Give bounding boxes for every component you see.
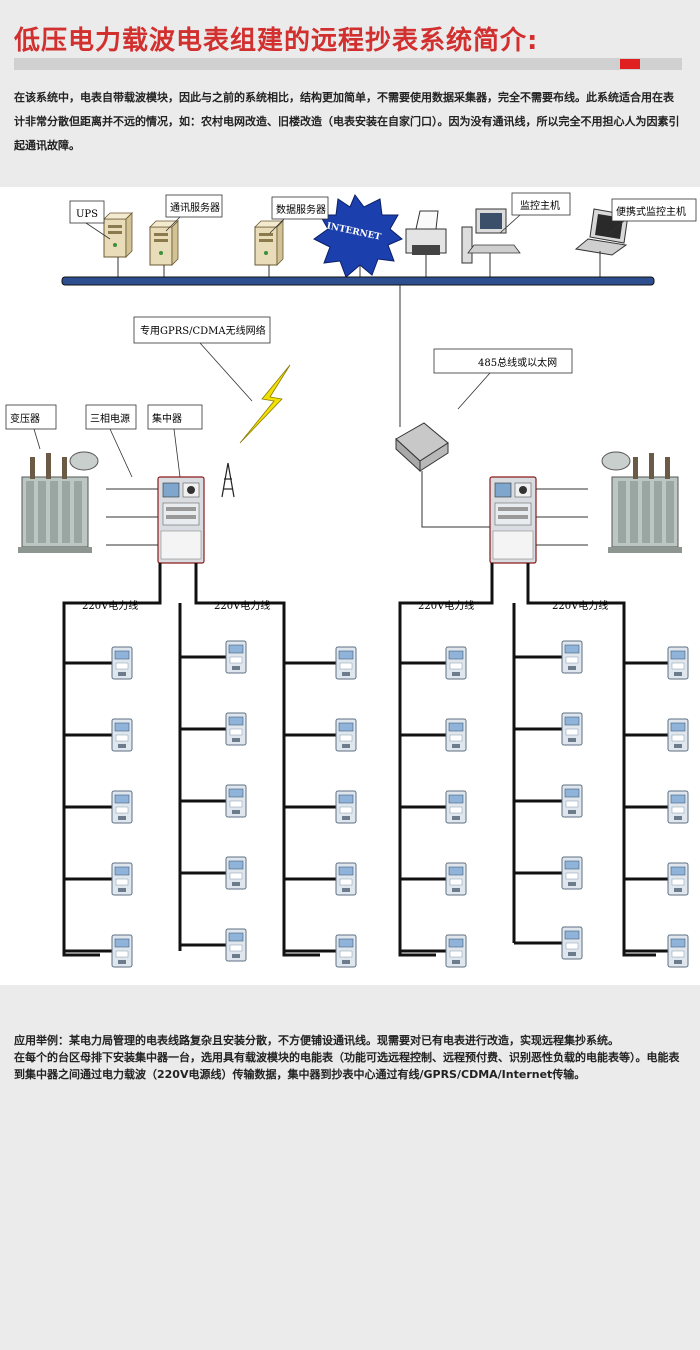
electric-meter-icon (335, 934, 357, 968)
title-divider-accent (620, 59, 640, 69)
concentrator-callout (147, 404, 203, 478)
portable-host-callout (609, 198, 697, 234)
electric-meter-icon (445, 718, 467, 752)
electric-meter-icon (561, 712, 583, 746)
electric-meter-icon (335, 646, 357, 680)
bus485-callout (433, 348, 573, 410)
ups-label: UPS (76, 209, 98, 220)
power-line-label-4: 220V电力线 (552, 599, 608, 612)
concentrator-label: 集中器 (152, 412, 182, 425)
electric-meter-icon (445, 790, 467, 824)
electric-meter-icon (225, 640, 247, 674)
title-divider (14, 58, 682, 70)
network-bus-bar (61, 276, 655, 286)
electric-meter-icon (667, 934, 689, 968)
network-switch-icon (395, 422, 449, 473)
system-diagram: INTERNET UPS 通讯服务器 数据服务器 监控主机 便 (5, 192, 697, 968)
power-line-label-3: 220V电力线 (418, 599, 474, 612)
electric-meter-icon (667, 790, 689, 824)
monitor-host-computer-icon (461, 208, 521, 264)
electric-meter-icon (561, 856, 583, 890)
comm-server-callout (165, 194, 223, 232)
portable-host-label: 便携式监控主机 (616, 205, 686, 218)
three-phase-feed-lines (106, 488, 588, 546)
electric-meter-icon (225, 856, 247, 890)
electric-meter-icon (111, 646, 133, 680)
electric-meter-icon (667, 862, 689, 896)
wireless-label: 专用GPRS/CDMA无线网络 (140, 324, 266, 337)
intro-paragraph: 在该系统中，电表自带载波模块，因此与之前的系统相比，结构更加简单，不需要使用数据… (14, 91, 680, 152)
device-drop-lines (117, 251, 601, 279)
electric-meter-icon (111, 790, 133, 824)
right-transformer-icon (601, 451, 683, 554)
electric-meter-icon (111, 718, 133, 752)
electric-meter-icon (111, 934, 133, 968)
three-phase-callout (85, 404, 137, 478)
left-concentrator-icon (157, 476, 205, 564)
antenna-tower-icon (221, 462, 235, 498)
application-example: 应用举例：某电力局管理的电表线路复杂且安装分散，不方便铺设通讯线。现需要对已有电… (14, 1032, 686, 1083)
bus485-label: 485总线或以太网 (478, 356, 557, 369)
electric-meter-icon (225, 784, 247, 818)
three-phase-label: 三相电源 (90, 412, 130, 425)
electric-meter-icon (445, 934, 467, 968)
page-title: 低压电力载波电表组建的远程抄表系统简介: (14, 26, 539, 56)
power-line-label-1: 220V电力线 (82, 599, 138, 612)
data-server-callout (269, 196, 329, 234)
electric-meter-icon (225, 928, 247, 962)
power-line-label-2: 220V电力线 (214, 599, 270, 612)
right-concentrator-icon (489, 476, 537, 564)
transformer-label: 变压器 (10, 412, 40, 425)
switch-to-right-concentrator-line (421, 471, 500, 528)
electric-meter-icon (561, 784, 583, 818)
electric-meter-icon (335, 790, 357, 824)
system-diagram-panel: INTERNET UPS 通讯服务器 数据服务器 监控主机 便 (0, 187, 700, 985)
electric-meter-icon (225, 712, 247, 746)
monitor-host-label: 监控主机 (520, 199, 560, 212)
electric-meter-icon (561, 640, 583, 674)
transformer-callout (5, 404, 57, 450)
wireless-callout (133, 316, 271, 402)
power-line-network (62, 563, 656, 957)
data-server-icon (254, 220, 284, 266)
left-transformer-icon (17, 451, 99, 554)
electric-meter-icon (111, 862, 133, 896)
comm-server-icon (149, 220, 179, 266)
electric-meter-icon (445, 862, 467, 896)
electric-meter-icon (667, 718, 689, 752)
electric-meter-icon (445, 646, 467, 680)
printer-icon (405, 210, 447, 255)
electric-meter-icon (561, 926, 583, 960)
electric-meter-icon (335, 862, 357, 896)
ups-callout (69, 200, 111, 240)
power-line-branches (64, 655, 668, 953)
example-line-2: 在每个的台区母排下安装集中器一台，选用具有载波模块的电能表（功能可选远程控制、远… (14, 1051, 680, 1081)
electric-meter-icon (667, 646, 689, 680)
ups-device-icon (103, 212, 133, 258)
wireless-signal-bolt-icon (239, 364, 291, 444)
comm-server-label: 通讯服务器 (170, 201, 220, 214)
data-server-label: 数据服务器 (276, 203, 326, 216)
example-line-1: 应用举例：某电力局管理的电表线路复杂且安装分散，不方便铺设通讯线。现需要对已有电… (14, 1034, 619, 1047)
electric-meter-icon (335, 718, 357, 752)
monitor-host-callout (499, 192, 571, 234)
